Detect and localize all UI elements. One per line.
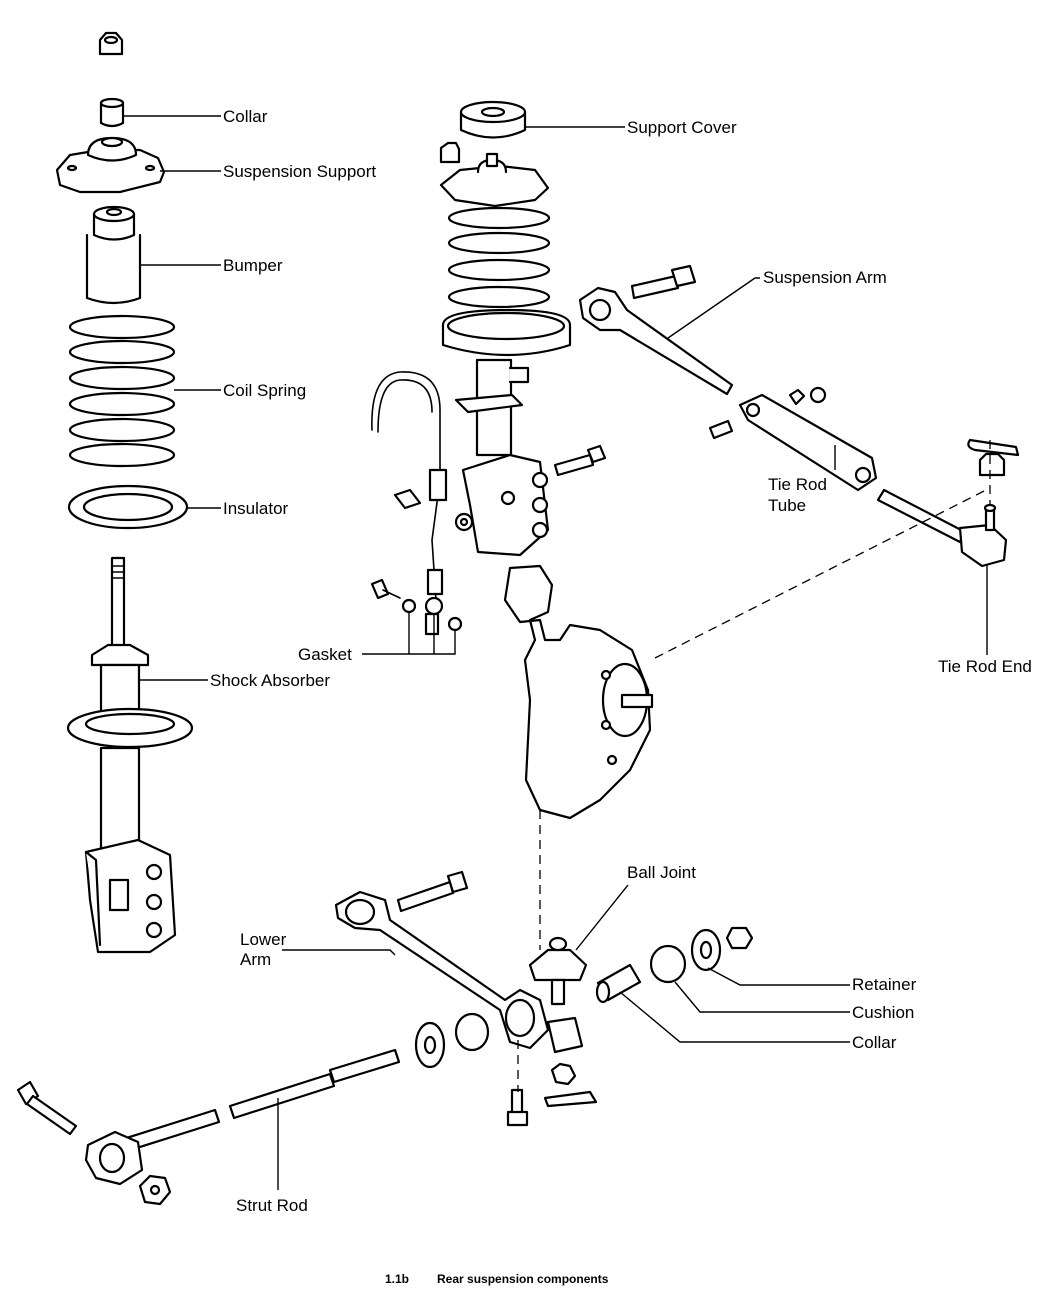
gasket-parts xyxy=(370,578,463,636)
top-nut xyxy=(98,31,124,56)
insulator-part xyxy=(67,484,189,530)
suspension-arm-part xyxy=(578,286,734,396)
label-suspension-arm: Suspension Arm xyxy=(763,268,887,287)
steering-knuckle xyxy=(503,564,654,820)
label-insulator: Insulator xyxy=(223,499,289,518)
label-lower-arm-line2: Arm xyxy=(240,950,271,969)
coil-spring-part xyxy=(68,314,176,468)
label-tie-rod-end: Tie Rod End xyxy=(938,657,1032,676)
label-tie-rod-tube-line1: Tie Rod xyxy=(768,475,827,494)
figure-caption-number: 1.1b xyxy=(385,1272,409,1286)
label-shock-absorber: Shock Absorber xyxy=(210,671,330,690)
label-lower-arm-line1: Lower xyxy=(240,930,287,949)
ball-joint-part xyxy=(528,936,588,1054)
label-suspension-support: Suspension Support xyxy=(223,162,376,181)
label-cushion: Cushion xyxy=(852,1003,914,1022)
suspension-arm-bolt xyxy=(630,264,697,300)
figure-caption-text: Rear suspension components xyxy=(437,1272,609,1286)
bushing-parts xyxy=(595,926,754,1004)
bumper-part xyxy=(85,205,142,305)
strut-rod-part xyxy=(84,1048,401,1206)
tie-rod-pin-and-nut xyxy=(967,438,1020,477)
label-bumper: Bumper xyxy=(223,256,283,275)
lower-arm-part xyxy=(334,890,550,1050)
lower-arm-bolt xyxy=(396,870,469,913)
suspension-support-part xyxy=(55,136,166,194)
label-retainer: Retainer xyxy=(852,975,917,994)
dashed-line-tie-rod xyxy=(654,487,991,659)
label-ball-joint: Ball Joint xyxy=(627,863,696,882)
strut-bolt xyxy=(553,444,607,477)
label-support-cover: Support Cover xyxy=(627,118,737,137)
strut-nut-left xyxy=(454,512,474,532)
label-gasket: Gasket xyxy=(298,645,352,664)
label-collar-top: Collar xyxy=(223,107,268,126)
label-coil-spring: Coil Spring xyxy=(223,381,306,400)
tie-rod-tube-part xyxy=(738,393,878,492)
support-cover-part xyxy=(459,100,527,139)
leader-lines xyxy=(124,115,988,1190)
lower-small-parts xyxy=(506,1062,598,1127)
shock-absorber-part xyxy=(66,556,194,954)
label-tie-rod-tube-line2: Tube xyxy=(768,496,806,515)
strut-rod-bushings xyxy=(414,1012,490,1069)
strut-rod-bolt xyxy=(16,1080,78,1136)
brake-hose xyxy=(371,371,448,616)
strut-nut xyxy=(439,141,461,164)
collar-top-part xyxy=(99,97,125,128)
strut-assembly xyxy=(439,152,572,557)
arm-small-parts xyxy=(708,386,827,440)
label-strut-rod: Strut Rod xyxy=(236,1196,308,1215)
label-collar-bottom: Collar xyxy=(852,1033,897,1052)
tie-rod-end-part xyxy=(876,488,1008,568)
